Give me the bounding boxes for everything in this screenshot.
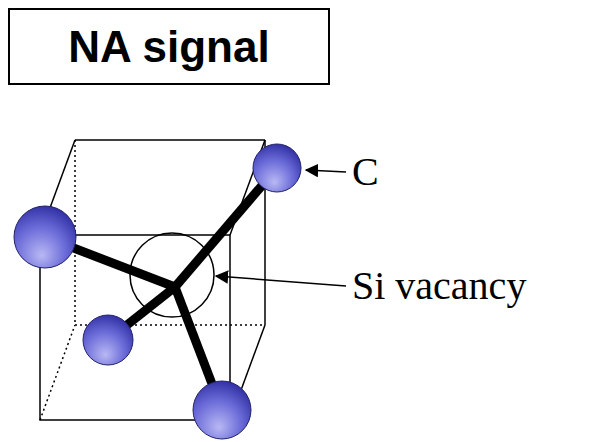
leader-arrows [216,170,346,286]
part-label: Si vacancy [352,266,526,306]
bonds [45,168,277,410]
cube-frame [40,140,265,420]
title-box: NA signal [8,8,330,85]
carbon-atoms [14,144,301,439]
title-text: NA signal [68,22,269,72]
part-label: C [352,152,379,192]
